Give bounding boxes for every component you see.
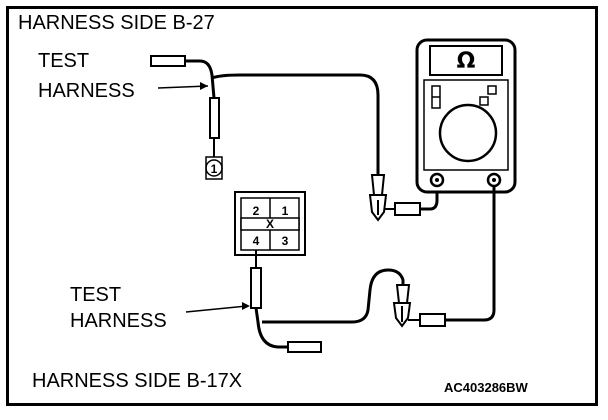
connector-b27-pin: 1 bbox=[211, 162, 218, 176]
svg-text:X: X bbox=[266, 217, 274, 231]
pin-1-label: 1 bbox=[282, 204, 289, 218]
meter-probe-left bbox=[394, 202, 421, 216]
lead-wire-bottom bbox=[262, 268, 405, 324]
test-probe-vertical-top bbox=[209, 97, 220, 139]
connector-b27 bbox=[205, 156, 223, 180]
figure-code: AC403286BW bbox=[444, 380, 528, 395]
test-probe-bottom bbox=[287, 341, 322, 353]
pin-3-label: 3 bbox=[282, 234, 289, 248]
lead-wire-top-a bbox=[199, 59, 216, 99]
rotary-dial bbox=[438, 103, 498, 163]
label-test-top-line2: HARNESS bbox=[38, 80, 135, 102]
title-harness-side-b27: HARNESS SIDE B-27 bbox=[18, 12, 215, 34]
lead-wire-top-b bbox=[211, 73, 380, 175]
clip-top bbox=[370, 174, 386, 196]
label-test-bottom-line1: TEST bbox=[70, 284, 122, 306]
label-test-bottom-line2: HARNESS bbox=[70, 310, 167, 332]
meter-lead-right bbox=[445, 186, 496, 322]
pin-2-label: 2 bbox=[253, 204, 260, 218]
ohm-symbol: Ω bbox=[457, 49, 476, 74]
clip-bottom bbox=[395, 284, 411, 304]
figure-frame bbox=[6, 6, 598, 406]
test-probe-vertical-bottom bbox=[250, 267, 262, 309]
meter-display bbox=[429, 45, 503, 76]
title-harness-side-b17x: HARNESS SIDE B-17X bbox=[32, 370, 243, 392]
label-test-top-line1: TEST bbox=[38, 50, 90, 72]
pin-4-label: 4 bbox=[253, 234, 260, 248]
test-probe-top bbox=[150, 55, 186, 67]
meter-probe-right bbox=[419, 313, 446, 327]
